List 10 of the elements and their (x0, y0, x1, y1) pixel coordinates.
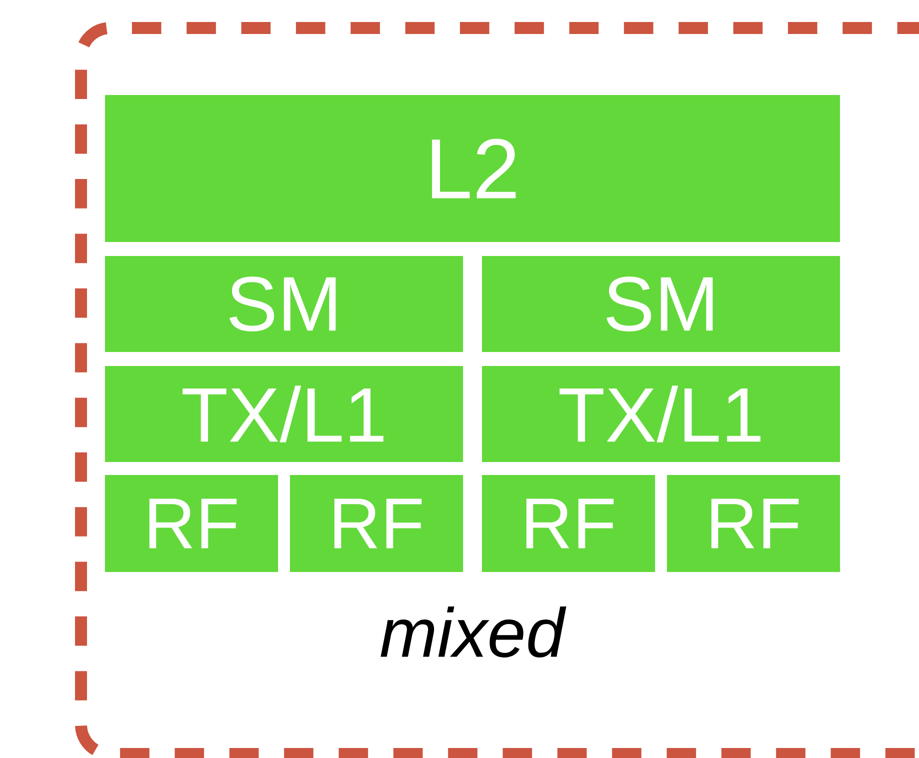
block-box: RF (290, 474, 464, 572)
block-box: SM (482, 256, 840, 352)
block-box: TX/L1 (105, 366, 463, 462)
group-label: mixed (380, 606, 566, 658)
block-box: RF (482, 474, 656, 572)
block-box: L2 (105, 95, 840, 242)
block-box: SM (105, 256, 463, 352)
block-box: RF (666, 474, 840, 572)
block-box: TX/L1 (482, 366, 840, 462)
block-box: RF (104, 474, 278, 572)
